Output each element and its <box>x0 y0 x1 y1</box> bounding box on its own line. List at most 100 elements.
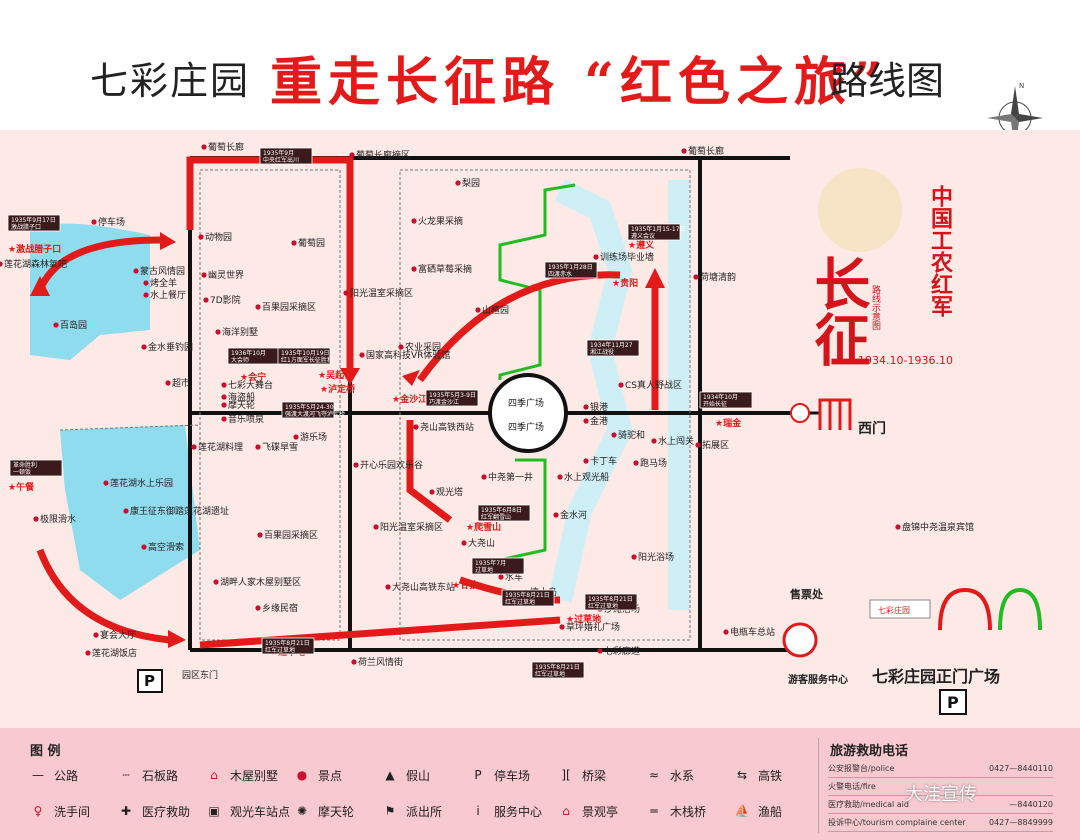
spot-zhongyao: 中尧第一井 <box>488 471 533 483</box>
spot-caomei: 富硒草莓采摘 <box>418 263 472 275</box>
spot-dot-youle <box>293 434 299 440</box>
route-point-ruijin: ★瑞金 <box>715 417 742 429</box>
siji-label-a: 四季广场 <box>508 397 544 409</box>
rescue-phone: 0427—8440110 <box>989 764 1053 773</box>
green-trail <box>498 183 576 380</box>
spot-shanzha: 山楂园 <box>482 304 509 316</box>
title-prefix: 七彩庄园 <box>90 59 251 103</box>
legend-item: —公路 <box>28 766 78 784</box>
spot-haidao: 海盗船 <box>228 391 255 403</box>
spot-lianhua_fandian: 莲花湖饭店 <box>92 647 137 659</box>
spot-dot-lianhua_liaoli <box>191 444 197 450</box>
spot-yingang: 银港 <box>590 401 608 413</box>
spot-dot-yingang <box>583 404 589 410</box>
spot-dot-zhongyao <box>481 474 487 480</box>
tag-text: 激战腊子口 <box>11 223 41 231</box>
spot-dot-shuiche <box>498 574 504 580</box>
spot-youling: 幽灵世界 <box>208 269 244 281</box>
spot-tingche: 停车场 <box>98 216 125 228</box>
spot-dot-guanguang_ta <box>429 489 435 495</box>
spot-dot-shuishang <box>143 292 149 298</box>
tag-text: 过草地 <box>475 566 493 574</box>
spot-dot-dianche <box>723 629 729 635</box>
spot-putao_changlang_a: 葡萄长廊 <box>208 141 244 153</box>
rescue-label: 火警电话/fire <box>828 782 876 791</box>
spot-dot-xunlian <box>593 254 599 260</box>
spot-dot-chaoshi <box>165 380 171 386</box>
route-point-jiajin: ★爬雪山 <box>466 521 501 533</box>
legend-label: 高铁 <box>758 768 783 783</box>
emblem-big: 长征 <box>805 255 871 367</box>
spot-yangguang_yu: 阳光浴场 <box>638 551 674 563</box>
stone-path-icon: ┄ <box>122 768 130 782</box>
spot-dot-panjin <box>895 524 901 530</box>
west-gate: 西门 <box>790 398 886 437</box>
spot-dianche: 电瓶车总站 <box>730 626 775 638</box>
spot-motianlun: 摩天轮 <box>228 399 255 411</box>
spot-dot-shuishang_xian <box>651 438 657 444</box>
legend-label: 停车场 <box>494 768 531 783</box>
spot-baidaoyuan: 百岛园 <box>60 319 87 331</box>
spot-putao_changlang_c: 葡萄长廊 <box>688 145 724 157</box>
spot-dot-caoping <box>559 624 565 630</box>
ximen-label: 西门 <box>858 420 886 437</box>
spot-youle: 游乐场 <box>300 431 327 443</box>
bus-stop-icon: ▣ <box>208 804 220 818</box>
legend-label: 假山 <box>406 768 431 783</box>
legend-item: ═木栈桥 <box>644 802 706 820</box>
tag-date: 1934年10月 <box>703 393 738 401</box>
route-point-ganzi: ★甘孜 <box>452 579 479 591</box>
legend-item: ⛵渔船 <box>732 802 783 820</box>
spot-helan: 荷兰风情街 <box>358 656 403 668</box>
parking-icon-east: P <box>144 672 155 690</box>
legend-item: ┄ 石板路 <box>116 766 178 784</box>
legend-label: 景点 <box>318 768 343 783</box>
tag-date: 1935年8月21日 <box>265 639 310 647</box>
tag-date: 1935年1月28日 <box>548 263 593 271</box>
tag-date: 1935年8月21日 <box>588 595 633 603</box>
legend-label: 木屋别墅 <box>230 768 279 783</box>
spot-dot-gaokong <box>141 544 147 550</box>
spot-dot-qiyi <box>611 432 617 438</box>
spot-baiguo: 百果园采摘区 <box>262 301 316 313</box>
watermark: 大洼宣传 <box>905 784 977 805</box>
spot-dot-yinle <box>221 416 227 422</box>
cabin-icon: ⌂ <box>210 768 218 782</box>
water-icon: ≈ <box>648 768 660 782</box>
spot-dot-huolong <box>411 218 417 224</box>
legend-label: 医疗救助 <box>142 804 191 819</box>
spot-dot-menggu <box>133 268 139 274</box>
spot-guanguang_ta: 观光塔 <box>436 486 463 498</box>
spot-dot-7d <box>203 297 209 303</box>
train-icon: ⇆ <box>736 768 748 782</box>
spot-dot-hupan <box>213 579 219 585</box>
legend-title: 图 例 <box>30 744 61 759</box>
dongmen-label: 园区东门 <box>182 669 218 681</box>
tag-text: 湘江战役 <box>590 348 614 356</box>
spot-guojia: 国家高科技VR体验馆 <box>366 349 450 361</box>
rescue-title: 旅游救助电话 <box>830 744 909 759</box>
spot-jiban: 极限滑水 <box>40 513 76 525</box>
spot-panjin: 盘锦中尧温泉宾馆 <box>902 521 974 533</box>
spot-dot-qicai_lu <box>597 648 603 654</box>
spot-gaokong: 高空滑索 <box>148 541 184 553</box>
spot-jingang: 金港 <box>590 415 608 427</box>
spot-dot-lizi <box>455 180 461 186</box>
spot-cs: CS真人野战区 <box>625 379 682 391</box>
zhengmen-label: 七彩庄园正门广场 <box>872 667 1000 686</box>
rescue-label: 投诉中心/tourism complaine center <box>828 818 966 827</box>
spot-qicai_lu: 七彩廊道 <box>604 645 640 657</box>
spot-dot-paoma <box>633 460 639 466</box>
legend-label: 石板路 <box>142 768 179 783</box>
green-trail-2 <box>499 458 547 562</box>
gate-sign: 七彩庄园 <box>878 605 910 615</box>
